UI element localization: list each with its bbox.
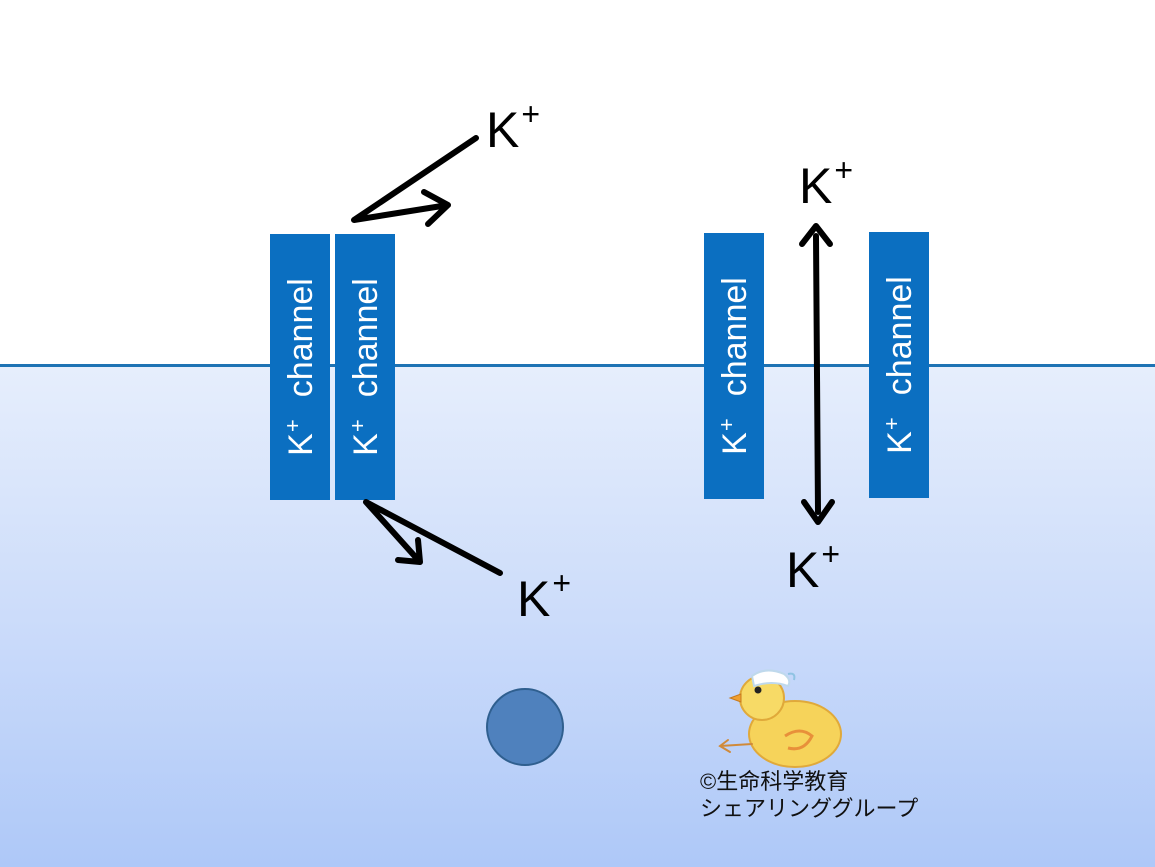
k-channel-right-a: K+channel <box>704 233 764 499</box>
blue-circle-icon <box>486 688 564 766</box>
double-arrow-head-bottom <box>801 499 835 525</box>
chick-mascot-icon <box>718 669 842 768</box>
k-channel-left-b: K+channel <box>335 234 395 500</box>
ion-label-bottom-right: K+ <box>786 536 841 598</box>
credit-line-1: ©生命科学教育 <box>700 769 849 794</box>
deflected-arrow-top <box>351 135 479 227</box>
ion-label-top-right: K+ <box>799 152 854 214</box>
copyright-credit: ©生命科学教育 シェアリンググループ <box>700 768 918 822</box>
ion-label-top-left: K+ <box>486 96 541 158</box>
double-arrow-head-top <box>799 223 833 247</box>
cell-membrane-line <box>0 364 1155 367</box>
ion-label-bottom-left: K+ <box>517 565 572 627</box>
double-arrow-shaft <box>813 233 821 515</box>
k-channel-left-a: K+channel <box>270 234 330 500</box>
cytoplasm-region <box>0 367 1155 867</box>
k-channel-right-b: K+channel <box>869 232 929 498</box>
credit-line-2: シェアリンググループ <box>700 796 919 821</box>
deflected-arrow-bottom <box>363 499 503 576</box>
